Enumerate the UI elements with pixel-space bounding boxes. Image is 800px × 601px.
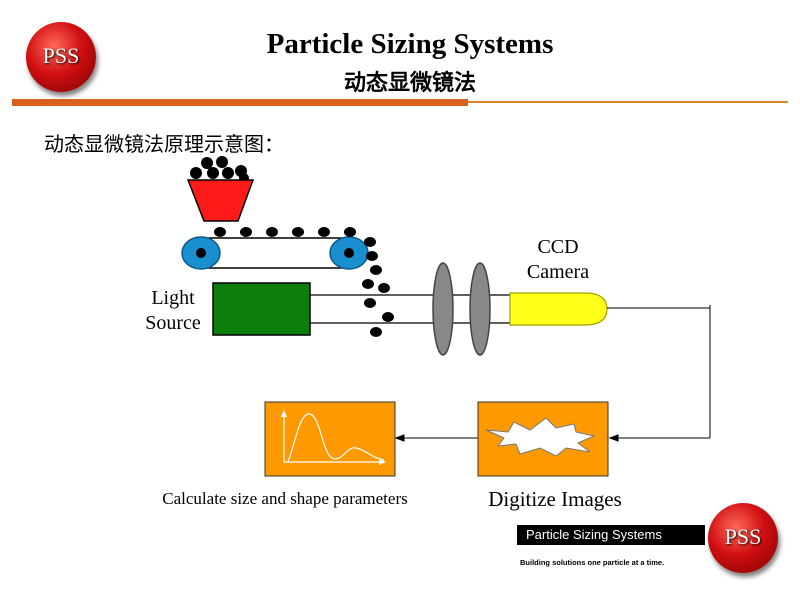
starburst-icon: [485, 417, 596, 457]
header-divider-thin: [468, 101, 788, 103]
header-divider-thick: [12, 99, 468, 106]
calculate-box: [264, 401, 396, 477]
calculate-label: Calculate size and shape parameters: [162, 489, 408, 508]
digitize-label: Digitize Images: [488, 487, 622, 511]
lens-1: [432, 262, 454, 356]
distribution-plot-icon: [281, 410, 386, 465]
pss-logo-text: PSS: [724, 524, 762, 549]
footer-tagline: Building solutions one particle at a tim…: [520, 558, 665, 567]
ccd-camera: [509, 292, 608, 326]
conveyor-belt: [181, 236, 369, 270]
light-source: [212, 282, 311, 336]
signal-path: [394, 305, 711, 442]
light-source-label: Light Source: [145, 287, 201, 334]
pss-logo-top: PSS: [26, 22, 96, 92]
hopper: [186, 179, 255, 222]
page-subtitle: 动态显微镜法: [343, 71, 476, 96]
pss-logo-bottom: PSS: [708, 503, 778, 573]
ccd-camera-label: CCD Camera: [526, 236, 590, 283]
lens-2: [469, 262, 491, 356]
page-title: Particle Sizing Systems: [266, 28, 554, 60]
diagram-caption: 动态显微镜法原理示意图：: [44, 132, 284, 156]
pss-logo-text: PSS: [42, 43, 80, 68]
footer-company-bar: Particle Sizing Systems: [517, 525, 705, 545]
moving-particles: [214, 227, 394, 337]
hopper-particles: [190, 156, 249, 183]
